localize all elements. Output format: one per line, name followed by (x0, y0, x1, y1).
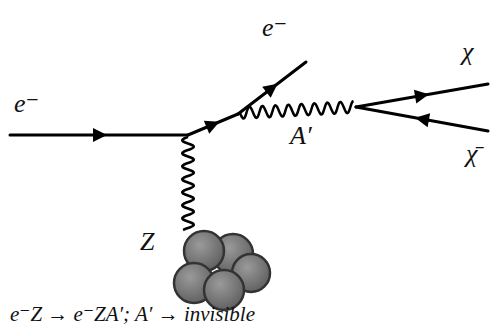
particle-label: e⁻ (14, 90, 39, 119)
particle-label: χ̄ (466, 140, 477, 169)
arrowhead (262, 84, 277, 98)
arrowhead (204, 121, 220, 134)
particle-label: χ (462, 38, 473, 67)
chi-line (356, 84, 488, 107)
arrowhead (414, 90, 429, 104)
caption: e⁻Z → e⁻ZA′; A′ → invisible (10, 302, 255, 327)
dark-photon-propagator (240, 101, 354, 119)
photon-exchange (182, 137, 194, 230)
particle-label: e⁻ (262, 14, 287, 43)
nucleus-illustration (174, 231, 270, 310)
electron-propagator (188, 114, 238, 135)
arrowhead (93, 128, 107, 142)
particle-label: A′ (290, 122, 312, 151)
chibar-line (356, 107, 488, 131)
arrowhead (415, 113, 430, 127)
nucleus-label: Z (140, 228, 154, 257)
